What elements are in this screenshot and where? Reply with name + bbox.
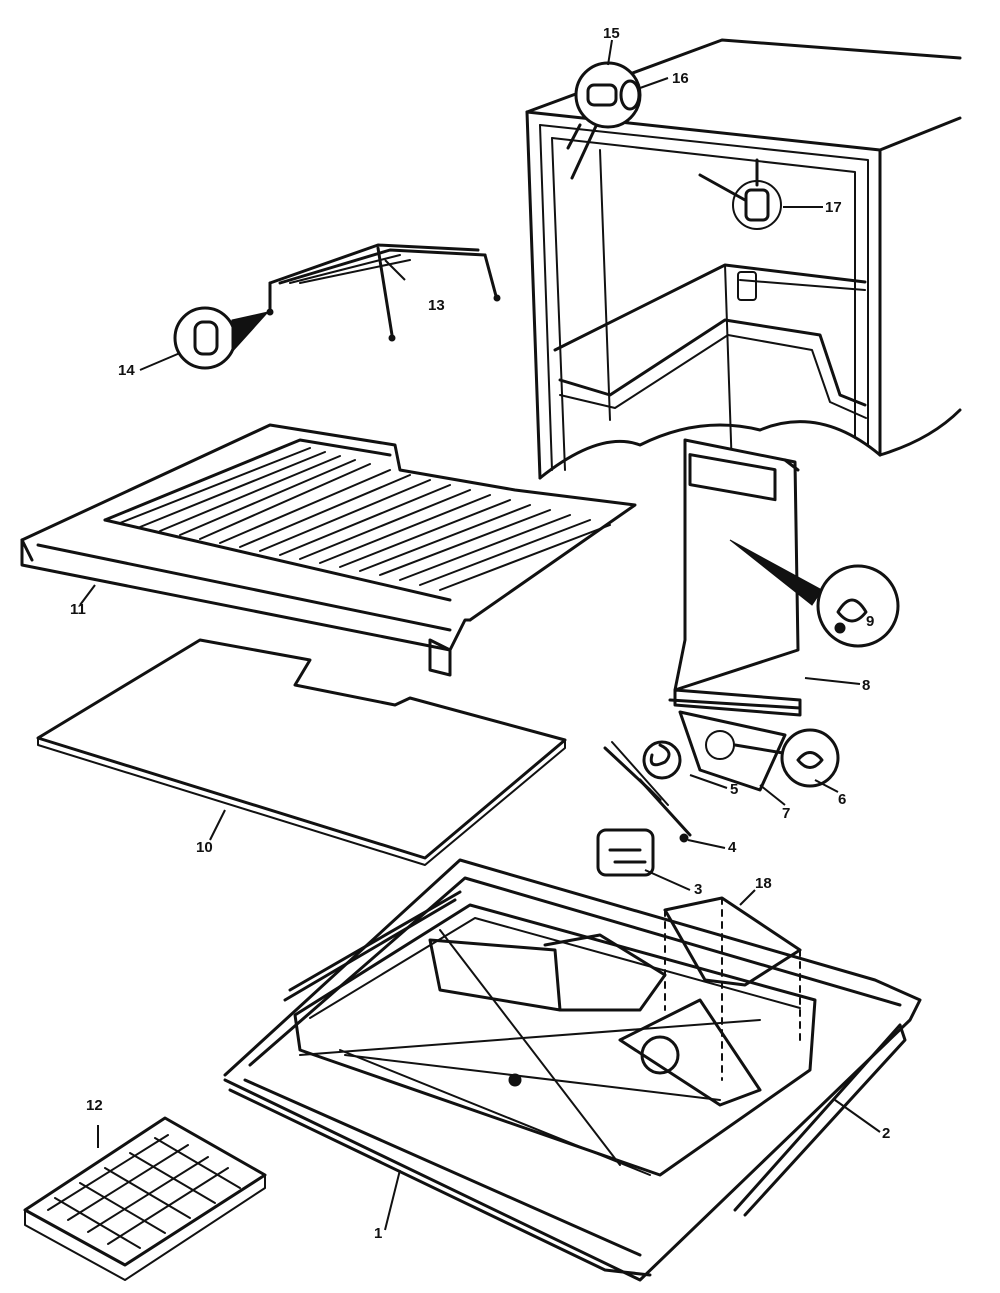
evaporator-cover-8 xyxy=(668,438,900,717)
callout-5: 5 xyxy=(730,781,738,798)
leader-lines xyxy=(79,39,881,1231)
callout-4: 4 xyxy=(728,839,737,856)
ice-tray-12 xyxy=(23,1116,267,1281)
callout-15: 15 xyxy=(603,25,620,42)
callout-13: 13 xyxy=(428,297,445,314)
callout-11: 11 xyxy=(70,601,86,618)
wire-shelf-13 xyxy=(173,243,501,370)
glass-panel-10 xyxy=(36,638,567,866)
callout-3: 3 xyxy=(694,881,702,898)
freezer-cabinet xyxy=(525,38,962,480)
callout-10: 10 xyxy=(196,839,213,856)
callout-6: 6 xyxy=(838,791,846,808)
slatted-shelf-11 xyxy=(20,423,637,677)
callout-8: 8 xyxy=(862,677,870,694)
callout-1: 1 xyxy=(374,1225,382,1242)
freezer-base-1 xyxy=(223,858,922,1282)
callout-14: 14 xyxy=(118,362,135,379)
callout-labels: 1 2 3 4 5 6 7 8 9 10 11 12 13 14 15 16 1… xyxy=(70,25,890,1242)
callout-9: 9 xyxy=(866,613,874,630)
defrost-thermostat-callout-circle xyxy=(816,564,900,648)
fan-motor-icon xyxy=(596,828,655,877)
callout-2: 2 xyxy=(882,1125,890,1142)
shelf-support-icon xyxy=(193,320,219,356)
fan-assembly xyxy=(596,710,840,877)
callout-7: 7 xyxy=(782,805,790,822)
light-switch-icon xyxy=(744,188,770,222)
light-bulb-icon xyxy=(586,83,618,107)
callout-12: 12 xyxy=(86,1097,103,1114)
callout-16: 16 xyxy=(672,70,689,87)
fan-grommet-callout-circle xyxy=(780,728,840,788)
callout-18: 18 xyxy=(755,875,772,892)
callout-17: 17 xyxy=(825,199,842,216)
